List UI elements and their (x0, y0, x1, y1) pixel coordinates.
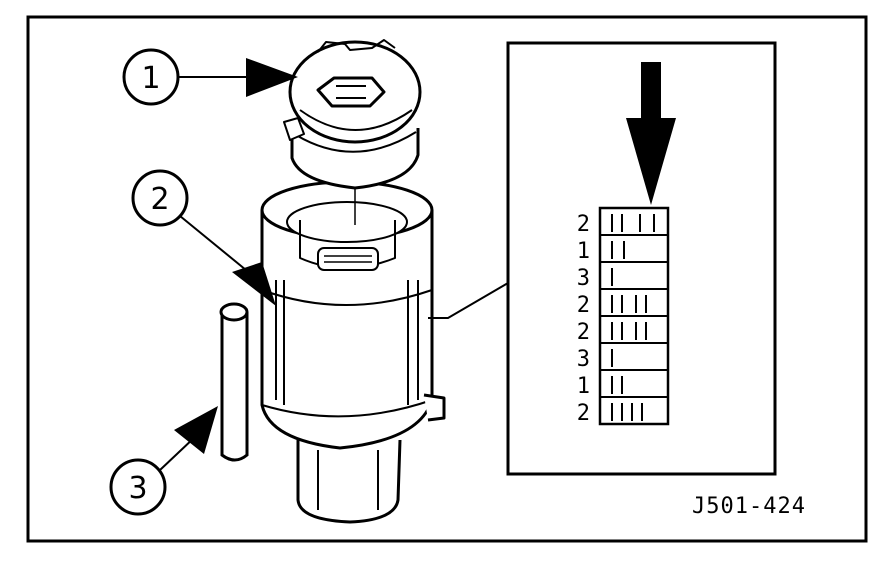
callout-3: 3 (109, 406, 218, 516)
lock-cap (283, 39, 422, 225)
arrow-1-icon (246, 58, 298, 97)
code-digit: 1 (577, 374, 590, 399)
retaining-pin (219, 302, 249, 462)
callout-1-number: 1 (141, 61, 160, 96)
figure-reference: J501-424 (692, 494, 806, 519)
code-digit: 2 (577, 293, 590, 318)
lock-cylinder-body (260, 180, 446, 524)
figure-border (26, 15, 868, 543)
callout-3-number: 3 (128, 471, 147, 506)
arrow-2-icon (232, 262, 276, 306)
callout-1: 1 (122, 48, 298, 106)
down-arrow-icon (626, 62, 676, 205)
code-digit: 2 (577, 212, 590, 237)
arrow-3-icon (174, 406, 218, 454)
key-code-inset: 2 1 3 2 2 3 1 2 (428, 41, 777, 476)
callout-2: 2 (131, 169, 276, 306)
code-digit: 2 (577, 401, 590, 426)
tumbler-strip (598, 206, 670, 426)
code-digit: 3 (577, 347, 590, 372)
key-code-digits: 2 1 3 2 2 3 1 2 (577, 212, 590, 426)
code-digit: 2 (577, 320, 590, 345)
code-digit: 1 (577, 239, 590, 264)
inset-leader-line (428, 282, 509, 319)
code-digit: 3 (577, 266, 590, 291)
callout-2-number: 2 (150, 182, 169, 217)
